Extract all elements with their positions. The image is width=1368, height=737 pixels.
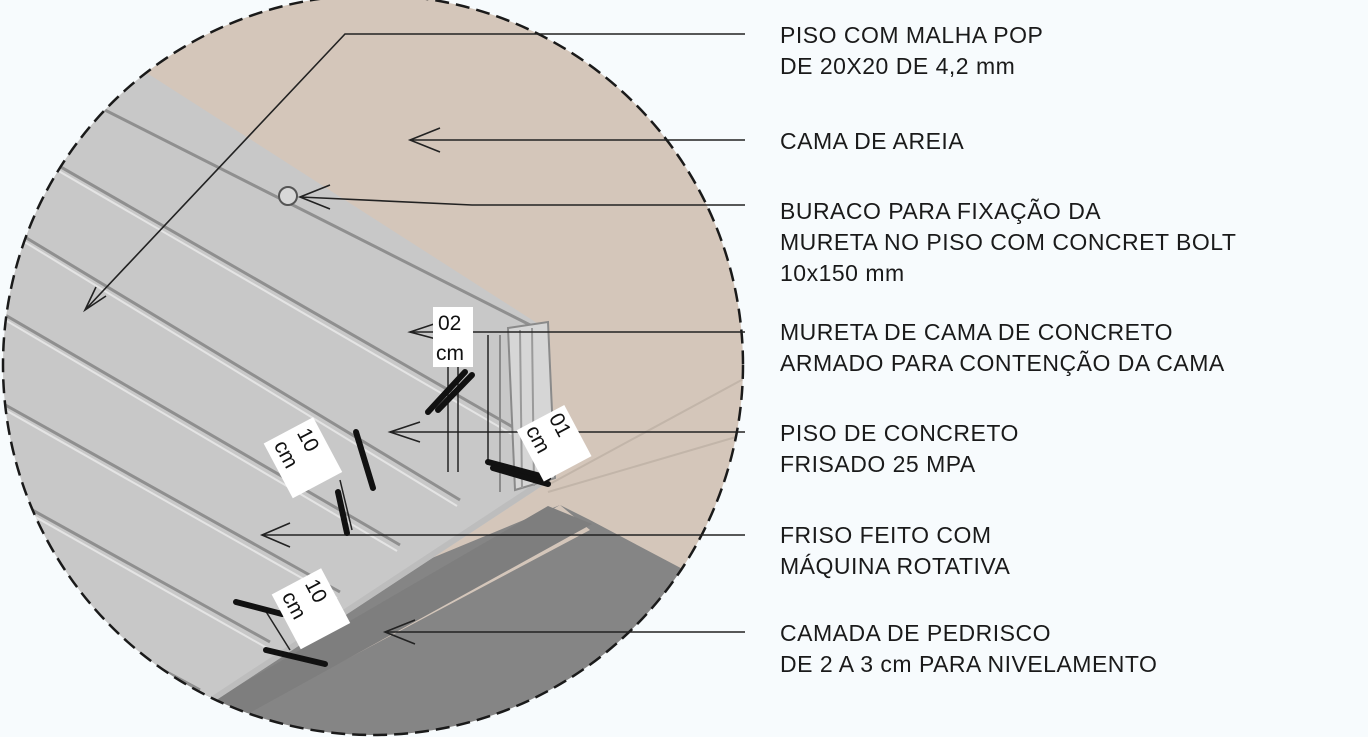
label-line: MURETA NO PISO COM CONCRET BOLT bbox=[780, 229, 1237, 255]
dim-02-unit: cm bbox=[436, 342, 464, 365]
slab-grooves bbox=[3, 103, 541, 692]
label-line: MÁQUINA ROTATIVA bbox=[780, 553, 1011, 579]
label-buraco: BURACO PARA FIXAÇÃO DA MURETA NO PISO CO… bbox=[780, 196, 1236, 289]
label-cama-areia: CAMA DE AREIA bbox=[780, 126, 964, 157]
label-line: PISO COM MALHA POP bbox=[780, 22, 1044, 48]
label-line: FRISO FEITO COM bbox=[780, 522, 992, 548]
detail-circle-border bbox=[1, 0, 745, 737]
label-line: MURETA DE CAMA DE CONCRETO bbox=[780, 319, 1173, 345]
label-pedrisco: CAMADA DE PEDRISCO DE 2 A 3 cm PARA NIVE… bbox=[780, 618, 1157, 680]
dim-02: 02 cm bbox=[433, 307, 473, 367]
dim-02-value: 02 bbox=[438, 312, 461, 335]
dim-10-b: 10 cm bbox=[271, 568, 351, 650]
label-line: DE 2 A 3 cm PARA NIVELAMENTO bbox=[780, 651, 1158, 677]
label-line: PISO DE CONCRETO bbox=[780, 420, 1019, 446]
label-line: BURACO PARA FIXAÇÃO DA bbox=[780, 198, 1102, 224]
label-mureta: MURETA DE CAMA DE CONCRETO ARMADO PARA C… bbox=[780, 317, 1225, 379]
label-friso: FRISO FEITO COM MÁQUINA ROTATIVA bbox=[780, 520, 1010, 582]
detail-circle-content bbox=[3, 0, 743, 735]
fixing-hole bbox=[278, 186, 298, 206]
dim-10-a: 10 cm bbox=[263, 417, 343, 499]
label-line: FRISADO 25 MPA bbox=[780, 451, 976, 477]
label-line: CAMADA DE PEDRISCO bbox=[780, 620, 1051, 646]
label-piso-malha: PISO COM MALHA POP DE 20X20 DE 4,2 mm bbox=[780, 20, 1043, 82]
dimension-ticks bbox=[233, 369, 551, 667]
label-line: CAMA DE AREIA bbox=[780, 128, 965, 154]
label-piso-concreto: PISO DE CONCRETO FRISADO 25 MPA bbox=[780, 418, 1019, 480]
concrete-slab bbox=[3, 0, 548, 735]
label-line: 10x150 mm bbox=[780, 260, 905, 286]
label-line: ARMADO PARA CONTENÇÃO DA CAMA bbox=[780, 350, 1225, 376]
label-line: DE 20X20 DE 4,2 mm bbox=[780, 53, 1016, 79]
